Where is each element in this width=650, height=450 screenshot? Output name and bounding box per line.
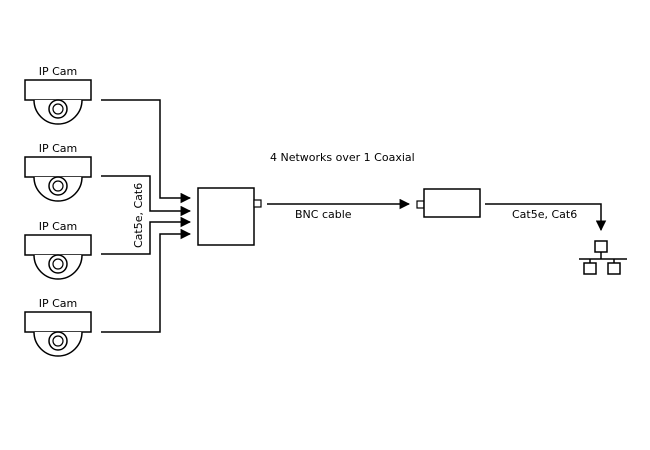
network-icon xyxy=(579,240,627,275)
dome-camera-icon xyxy=(24,79,92,125)
dome-camera-icon xyxy=(24,234,92,280)
receiver-box xyxy=(423,188,481,218)
camera-cables xyxy=(101,99,192,333)
transmitter-box xyxy=(197,187,255,246)
dome-camera-icon xyxy=(24,156,92,202)
camera-1: IP Cam xyxy=(24,65,92,125)
camera-3: IP Cam xyxy=(24,220,92,280)
output-cable xyxy=(485,203,607,232)
camera-3-label: IP Cam xyxy=(39,220,78,233)
cable-camera-2 xyxy=(101,175,192,217)
cable-camera-3 xyxy=(101,216,192,255)
dome-camera-icon xyxy=(24,311,92,357)
cable-camera-4 xyxy=(101,228,192,333)
camera-1-label: IP Cam xyxy=(39,65,78,78)
transmitter-bnc-port xyxy=(253,199,262,208)
cable-camera-1 xyxy=(101,99,192,204)
camera-2: IP Cam xyxy=(24,142,92,202)
camera-4: IP Cam xyxy=(24,297,92,357)
camera-2-label: IP Cam xyxy=(39,142,78,155)
left-cable-label: Cat5e, Cat6 xyxy=(132,183,145,248)
camera-4-label: IP Cam xyxy=(39,297,78,310)
receiver-bnc-port xyxy=(416,200,425,209)
coax-title: 4 Networks over 1 Coaxial xyxy=(270,151,415,164)
right-cable-label: Cat5e, Cat6 xyxy=(512,208,577,221)
bnc-cable-label: BNC cable xyxy=(295,208,352,221)
